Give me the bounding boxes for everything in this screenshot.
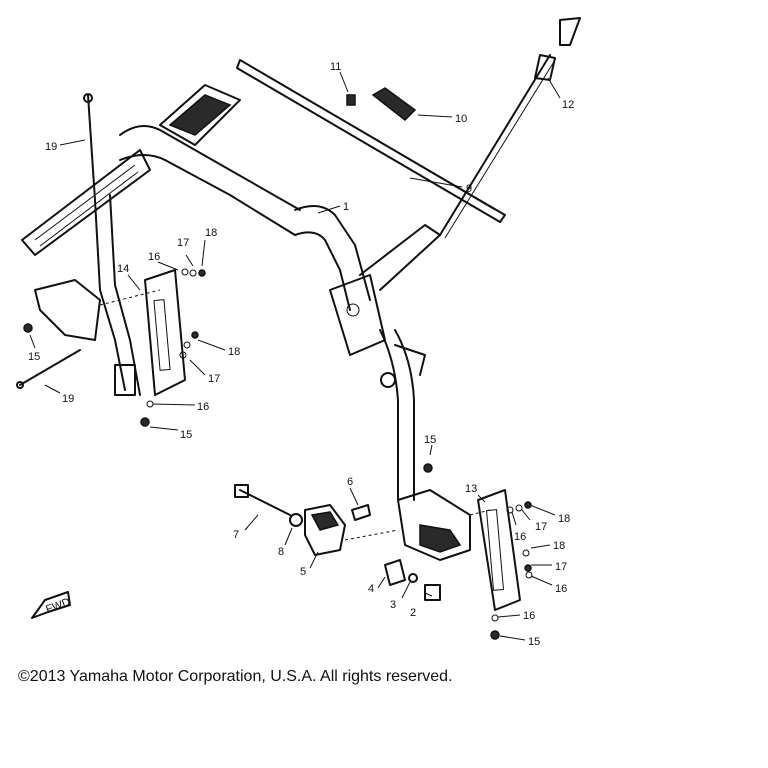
- fwd-arrow-icon: FWD: [31, 591, 72, 619]
- callout-16-c: 16: [514, 531, 526, 543]
- callout-8: 8: [278, 546, 284, 558]
- part-12-cable: [439, 17, 581, 239]
- callout-16-a: 16: [148, 251, 160, 263]
- callout-19-b: 19: [62, 393, 74, 405]
- callout-2: 2: [410, 607, 416, 619]
- callout-17-c: 17: [535, 521, 547, 533]
- part-11-screw: [346, 94, 356, 106]
- callout-5: 5: [300, 566, 306, 578]
- callout-15-a: 15: [28, 351, 40, 363]
- callout-13: 13: [465, 483, 477, 495]
- part-13-slotted-clamp: [477, 489, 521, 611]
- callout-1: 1: [343, 201, 349, 213]
- leader-lines: [29, 71, 561, 641]
- part-8-washer: [289, 513, 303, 527]
- callout-17-a: 17: [177, 237, 189, 249]
- callout-14: 14: [117, 263, 129, 275]
- callout-15-d: 15: [528, 636, 540, 648]
- part-1-main-bracket: [21, 84, 471, 561]
- callout-labels: 1 2 3 4 5 6 7 8 9 10 11 12 13 14 15 15 1…: [28, 61, 574, 648]
- part-5-clamp-block: [304, 504, 346, 556]
- callout-7: 7: [233, 529, 239, 541]
- part-7-bolt: [234, 484, 291, 516]
- callout-17-d: 17: [555, 561, 567, 573]
- callout-6: 6: [347, 476, 353, 488]
- part-3-washer: [408, 573, 418, 583]
- bracket-left-plate: [34, 279, 101, 341]
- callout-16-e: 16: [523, 610, 535, 622]
- parts-diagram: FWD 1 2 3 4 5 6 7 8 9 10 11 12 13 14 15 …: [16, 17, 581, 648]
- part-10-block: [371, 87, 417, 121]
- callout-12: 12: [562, 99, 574, 111]
- part-2-bolt: [424, 584, 441, 601]
- copyright-notice: ©2013 Yamaha Motor Corporation, U.S.A. A…: [18, 668, 453, 685]
- part-6-pin: [351, 504, 371, 521]
- callout-17-b: 17: [208, 373, 220, 385]
- callout-16-d: 16: [555, 583, 567, 595]
- callout-18-a: 18: [205, 227, 217, 239]
- callout-18-c: 18: [558, 513, 570, 525]
- part-4-nut-plate: [384, 559, 406, 586]
- callout-4: 4: [368, 583, 374, 595]
- callout-10: 10: [455, 113, 467, 125]
- callout-15-b: 15: [180, 429, 192, 441]
- callout-16-b: 16: [197, 401, 209, 413]
- callout-18-b: 18: [228, 346, 240, 358]
- part-14-slotted-clamp: [144, 269, 186, 396]
- part-19-rod-lower: [16, 349, 81, 389]
- callout-18-d: 18: [553, 540, 565, 552]
- callout-11: 11: [330, 61, 341, 73]
- callout-3: 3: [390, 599, 396, 611]
- fasteners: [23, 268, 533, 640]
- callout-19-a: 19: [45, 141, 57, 153]
- callout-15-c: 15: [424, 434, 436, 446]
- part-19-pin-upper: [83, 93, 96, 201]
- callout-9: 9: [466, 183, 472, 195]
